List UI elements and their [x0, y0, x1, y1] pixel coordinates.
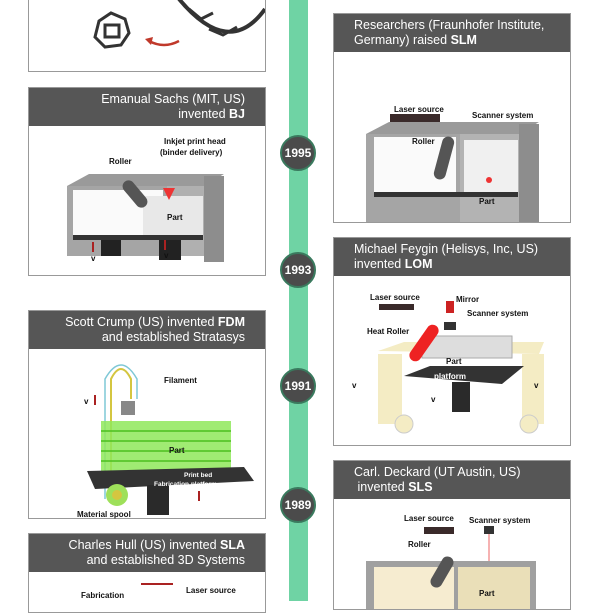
- svg-text:Fabrication platform: Fabrication platform: [154, 481, 217, 488]
- svg-text:platform: platform: [434, 372, 466, 381]
- svg-text:Roller: Roller: [109, 157, 132, 166]
- year-badge-1991: 1991: [280, 368, 316, 404]
- card-lom: Michael Feygin (Helisys, Inc, US) invent…: [333, 237, 571, 446]
- svg-text:Laser source: Laser source: [186, 586, 236, 595]
- svg-text:Part: Part: [169, 446, 185, 455]
- svg-text:Mirror: Mirror: [456, 295, 479, 304]
- card-slm: Researchers (Fraunhofer Institute, Germa…: [333, 13, 571, 223]
- svg-text:Part: Part: [167, 213, 183, 222]
- svg-text:Part: Part: [479, 589, 495, 598]
- sls-illustration: Laser source Scanner system Roller Part: [366, 514, 536, 609]
- card-header: Researchers (Fraunhofer Institute, Germa…: [334, 14, 570, 52]
- svg-text:Material spool: Material spool: [77, 510, 131, 519]
- year-badge-1989: 1989: [280, 487, 316, 523]
- svg-text:Roller: Roller: [412, 137, 435, 146]
- svg-text:Part: Part: [446, 357, 462, 366]
- svg-text:Inkjet print head: Inkjet print head: [164, 137, 226, 146]
- card-header: Scott Crump (US) invented FDM and establ…: [29, 311, 265, 349]
- svg-text:v: v: [352, 381, 357, 390]
- card-fdm: Scott Crump (US) invented FDM and establ…: [28, 310, 266, 519]
- svg-text:Laser source: Laser source: [370, 293, 420, 302]
- svg-text:Fabrication: Fabrication: [81, 591, 124, 600]
- card-header: Michael Feygin (Helisys, Inc, US) invent…: [334, 238, 570, 276]
- svg-text:v: v: [164, 251, 169, 260]
- svg-text:Print bed: Print bed: [184, 472, 212, 479]
- svg-text:Part: Part: [479, 197, 495, 206]
- year-badge-1993: 1993: [280, 252, 316, 288]
- svg-text:v: v: [91, 254, 96, 263]
- svg-text:Filament: Filament: [164, 376, 197, 385]
- card-sla: Charles Hull (US) invented SLA and estab…: [28, 533, 266, 613]
- card-header: Emanual Sachs (MIT, US) invented BJ: [29, 88, 265, 126]
- svg-text:Heat Roller: Heat Roller: [367, 327, 409, 336]
- svg-text:Scanner system: Scanner system: [467, 309, 528, 318]
- fullerene-illustration: [93, 0, 265, 49]
- fdm-illustration: Filament Part Print bed Fabrication plat…: [77, 364, 254, 519]
- lom-illustration: Laser source Mirror Scanner system Heat …: [352, 293, 544, 434]
- svg-text:Scanner system: Scanner system: [472, 111, 533, 120]
- svg-text:Laser source: Laser source: [404, 514, 454, 523]
- year-badge-1995: 1995: [280, 135, 316, 171]
- bj-illustration: Roller Inkjet print head (binder deliver…: [67, 137, 226, 263]
- svg-text:v: v: [534, 381, 539, 390]
- card-fullerene: [28, 0, 266, 72]
- svg-text:Roller: Roller: [408, 540, 431, 549]
- card-bj: Emanual Sachs (MIT, US) invented BJ Roll…: [28, 87, 266, 276]
- svg-text:(binder delivery): (binder delivery): [160, 148, 223, 157]
- slm-illustration: Laser source Scanner system Roller Part …: [366, 105, 539, 222]
- card-sls: Carl. Deckard (UT Austin, US) invented S…: [333, 460, 571, 610]
- card-header: Charles Hull (US) invented SLA and estab…: [29, 534, 265, 572]
- card-header: Carl. Deckard (UT Austin, US) invented S…: [334, 461, 570, 499]
- svg-text:v: v: [431, 395, 436, 404]
- sla-illustration: Fabrication Laser source: [81, 583, 236, 600]
- svg-text:Scanner system: Scanner system: [469, 516, 530, 525]
- svg-text:v: v: [84, 397, 89, 406]
- svg-text:Laser source: Laser source: [394, 105, 444, 114]
